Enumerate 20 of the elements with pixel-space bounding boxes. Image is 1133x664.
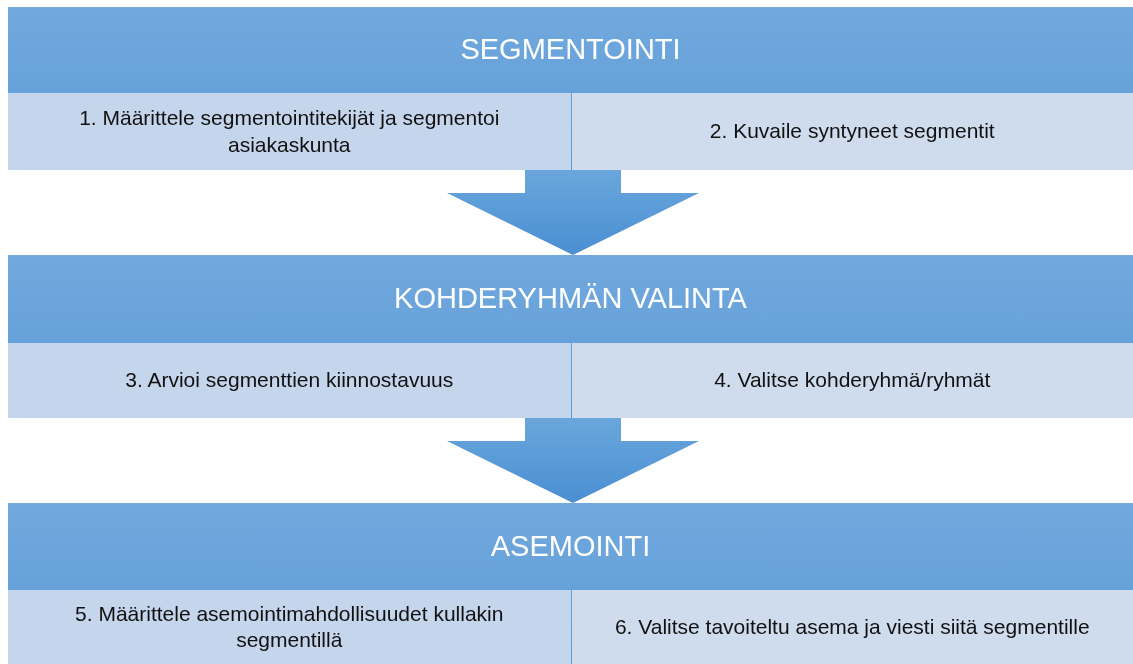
step-cell (571, 590, 1133, 664)
stage-band (8, 503, 1133, 664)
step-cell (571, 343, 1133, 418)
step-text: 2. Kuvaile syntyneet segmentit (709, 118, 995, 145)
step-cell (8, 93, 571, 170)
step-cell (8, 343, 571, 418)
step-text: 5. Määrittele asemointimahdollisuudet kullakin segmentillä (74, 600, 505, 653)
step-text: 1. Määrittele segmentointitekijät ja segmentoi asiakaskunta (78, 105, 501, 158)
step-text: 3. Arvioi segmenttien kiinnostavuus (125, 367, 454, 394)
step-text: 4. Valitse kohderyhmä/ryhmät (714, 367, 991, 394)
stage-band (8, 7, 1133, 170)
step-text: 6. Valitse tavoiteltu asema ja viesti siitä segmentille (614, 613, 1090, 640)
block-arrow (447, 418, 699, 503)
stage-band (8, 255, 1133, 418)
step-cell (8, 590, 571, 664)
stage-title: SEGMENTOINTI (459, 35, 682, 64)
stage-title: ASEMOINTI (489, 531, 652, 561)
block-arrow (447, 170, 699, 255)
stage-title: KOHDERYHMÄN VALINTA (393, 284, 748, 313)
step-cell (571, 93, 1133, 170)
